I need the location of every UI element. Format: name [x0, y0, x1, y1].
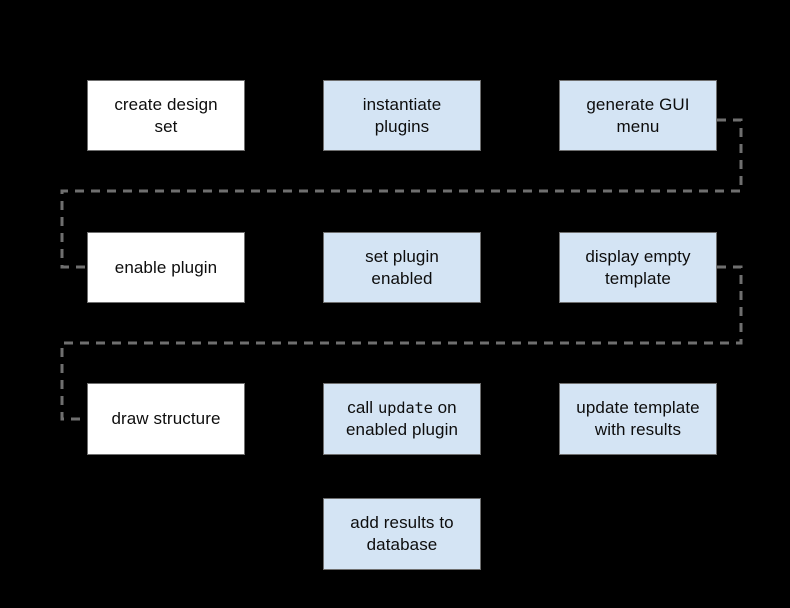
- code-token: update: [378, 399, 433, 417]
- node-draw-structure[interactable]: draw structure: [87, 383, 245, 455]
- node-label: draw structure: [111, 409, 221, 428]
- node-label: enable plugin: [114, 257, 218, 277]
- node-enable-plugin[interactable]: enable plugin: [87, 232, 245, 303]
